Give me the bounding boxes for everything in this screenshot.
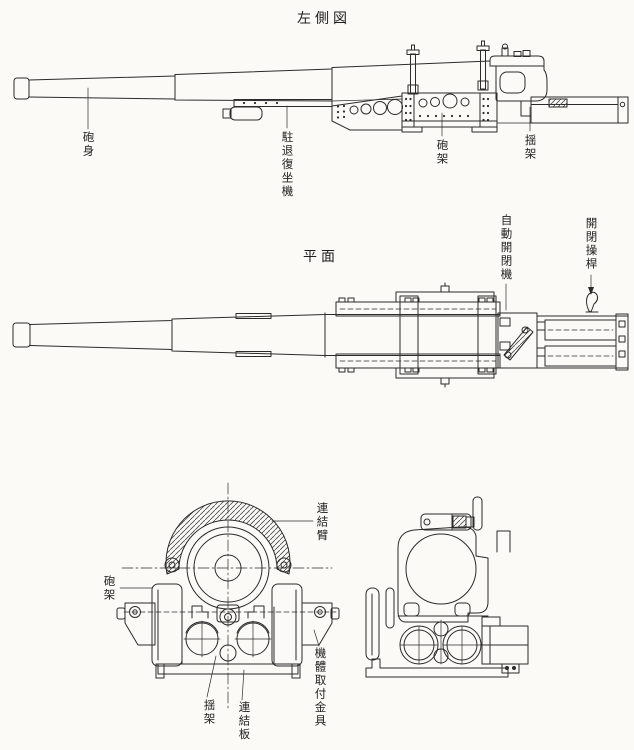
label-cradle-section: 揺架 [202, 699, 215, 726]
side-view-leader-lines [87, 87, 531, 137]
label-gun-carriage-section: 砲架 [102, 575, 115, 602]
front-section-drawing [116, 482, 340, 709]
side-view-title: 左側図 [297, 10, 351, 26]
label-auto-breech-mechanism: 自動開閉機 [499, 214, 512, 282]
label-connecting-plate: 連結板 [237, 701, 250, 742]
plan-view-drawing [12, 274, 629, 388]
plan-view-leader-lines [505, 274, 594, 311]
label-cradle: 揺架 [523, 134, 536, 161]
label-barrel: 砲身 [81, 131, 94, 158]
label-breech-lever: 開閉操桿 [584, 217, 597, 271]
label-gun-carriage: 砲架 [435, 139, 448, 166]
side-section-drawing [365, 496, 529, 678]
front-section-leader-lines [119, 520, 320, 701]
label-connecting-arm: 連結臂 [315, 502, 328, 543]
side-view-drawing [13, 40, 629, 137]
label-recoil-mechanism: 駐退復坐機 [280, 131, 293, 199]
plan-view-title: 平面 [303, 248, 339, 264]
label-mount-fitting: 機體取付金具 [313, 647, 326, 728]
